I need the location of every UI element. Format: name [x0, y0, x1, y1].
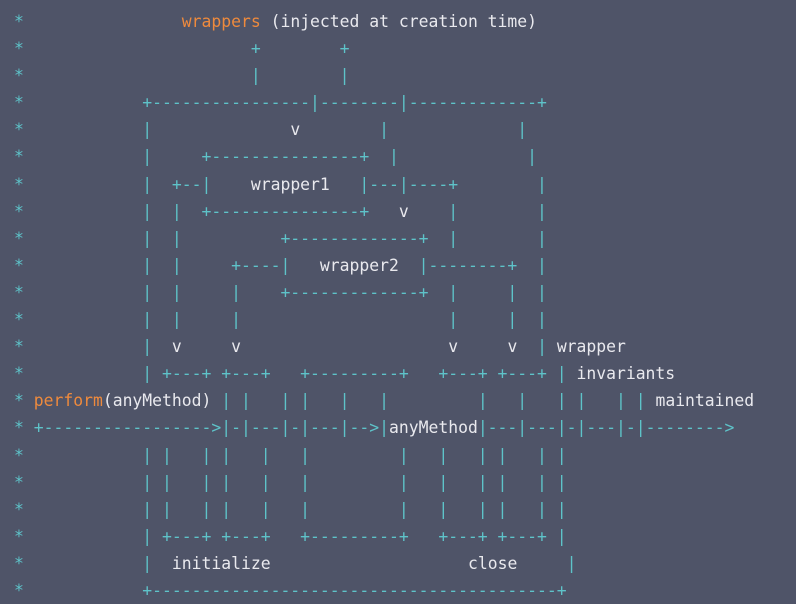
diagram-text — [182, 337, 231, 356]
diagram-text: | | | | | | | | | | | | — [23, 472, 567, 492]
diagram-text — [24, 391, 34, 410]
diagram-line-19: * | | | | | | | | | | | | — [14, 496, 754, 523]
diagram-text: * — [14, 310, 24, 330]
diagram-line-3: * | | — [14, 62, 754, 89]
diagram-text: | +---------------+ | | — [23, 147, 538, 167]
diagram-text: * — [14, 553, 24, 573]
diagram-text: | | | | | | | | | | | | — [23, 445, 567, 465]
diagram-text: * — [14, 120, 24, 140]
diagram-text: perform — [33, 391, 103, 411]
diagram-text: | +--| — [23, 174, 251, 194]
diagram-text: |--------+ | — [398, 255, 547, 275]
diagram-text: | +---+ +---+ +---------+ +---+ +---+ | — [23, 526, 567, 546]
diagram-text: | — [517, 337, 557, 357]
diagram-text: | | | | | | | | | | | | — [23, 499, 567, 519]
diagram-line-16: * +----------------->|-|---|-|---|-->|an… — [14, 414, 754, 441]
diagram-text: * — [14, 391, 24, 411]
diagram-text: + + — [23, 39, 350, 59]
diagram-text: maintained — [655, 391, 755, 411]
diagram-line-17: * | | | | | | | | | | | | — [14, 442, 754, 469]
diagram-text — [241, 337, 448, 356]
diagram-line-21: * | initialize close | — [14, 550, 754, 577]
diagram-line-20: * | +---+ +---+ +---------+ +---+ +---+ … — [14, 523, 754, 550]
diagram-text: v — [507, 337, 518, 357]
diagram-line-15: * perform(anyMethod) | | | | | | | | | |… — [14, 387, 754, 414]
diagram-text: | | +-------------+ | | — [23, 228, 547, 248]
diagram-text: * — [14, 66, 24, 86]
diagram-text: v — [448, 337, 459, 357]
diagram-text: wrapper — [556, 337, 626, 357]
diagram-text: v — [398, 201, 409, 221]
diagram-text: * — [14, 255, 24, 275]
diagram-text: wrappers — [181, 12, 261, 31]
diagram-text: | — [23, 120, 291, 140]
diagram-text: | | — [23, 66, 350, 86]
diagram-text — [24, 12, 182, 31]
diagram-text: * — [14, 282, 24, 302]
diagram-text: * — [14, 580, 24, 600]
diagram-text: * — [14, 174, 24, 194]
diagram-line-1: * wrappers (injected at creation time) — [14, 8, 754, 35]
diagram-text: | — [517, 553, 577, 573]
diagram-text: * — [14, 418, 24, 438]
diagram-text: * — [14, 39, 24, 59]
diagram-line-9: * | | +-------------+ | | — [14, 225, 754, 252]
diagram-text: | — [23, 337, 172, 357]
diagram-text: initialize — [171, 553, 271, 573]
diagram-text: * — [14, 93, 24, 113]
diagram-text: | | | | | | — [23, 310, 547, 330]
diagram-text: +----------------->|-|---|-|---|-->| — [23, 418, 389, 438]
diagram-text: * — [14, 364, 24, 384]
diagram-text: v — [290, 120, 301, 140]
diagram-text: | | | | | | | | | | | | — [211, 391, 656, 411]
diagram-text: v — [171, 337, 182, 357]
diagram-text: * — [14, 147, 24, 167]
diagram-text: * — [14, 12, 24, 31]
diagram-line-2: * + + — [14, 35, 754, 62]
diagram-text: * — [14, 472, 24, 492]
diagram-line-12: * | | | | | | — [14, 306, 754, 333]
diagram-line-10: * | | +----| wrapper2 |--------+ | — [14, 252, 754, 279]
diagram-text: v — [231, 337, 241, 357]
diagram-line-11: * | | | +-------------+ | | | — [14, 279, 754, 306]
diagram-text — [271, 554, 468, 573]
diagram-line-13: * | v v v v | wrapper — [14, 333, 754, 360]
diagram-text: * — [14, 337, 24, 357]
diagram-text: | | | +-------------+ | | | — [23, 282, 547, 302]
diagram-text — [458, 337, 507, 356]
diagram-text: (anyMethod) — [102, 391, 212, 411]
diagram-text: +----------------|--------|-------------… — [23, 93, 547, 113]
diagram-text: close — [467, 553, 518, 573]
diagram-text: invariants — [576, 364, 676, 384]
diagram-text: (injected at creation time) — [260, 12, 538, 31]
diagram-text: wrapper1 — [250, 174, 330, 194]
diagram-text: * — [14, 445, 24, 465]
diagram-text: | — [23, 553, 172, 573]
diagram-line-8: * | | +---------------+ v | | — [14, 198, 754, 225]
diagram-text: * — [14, 228, 24, 248]
diagram-line-6: * | +---------------+ | | — [14, 143, 754, 170]
diagram-text: | | +----| — [23, 255, 320, 275]
diagram-text: |---|---|-|---|-|--------> — [477, 418, 735, 438]
diagram-text: | +---+ +---+ +---------+ +---+ +---+ | — [23, 364, 577, 384]
diagram-text: * — [14, 526, 24, 546]
diagram-line-14: * | +---+ +---+ +---------+ +---+ +---+ … — [14, 360, 754, 387]
diagram-text: +---------------------------------------… — [23, 580, 567, 600]
diagram-line-18: * | | | | | | | | | | | | — [14, 469, 754, 496]
diagram-text: | | +---------------+ — [23, 201, 399, 221]
diagram-text: anyMethod — [389, 418, 478, 438]
diagram-text: * — [14, 201, 24, 221]
diagram-text: |---|----+ | — [329, 174, 547, 194]
diagram-text: * — [14, 499, 24, 519]
diagram-text: | | — [408, 201, 547, 221]
diagram-line-4: * +----------------|--------|-----------… — [14, 89, 754, 116]
diagram-line-7: * | +--| wrapper1 |---|----+ | — [14, 171, 754, 198]
diagram-text: | | — [300, 120, 528, 140]
ascii-diagram: * wrappers (injected at creation time)* … — [14, 8, 754, 604]
diagram-line-22: * +-------------------------------------… — [14, 577, 754, 604]
diagram-line-5: * | v | | — [14, 116, 754, 143]
diagram-text: wrapper2 — [319, 255, 399, 275]
